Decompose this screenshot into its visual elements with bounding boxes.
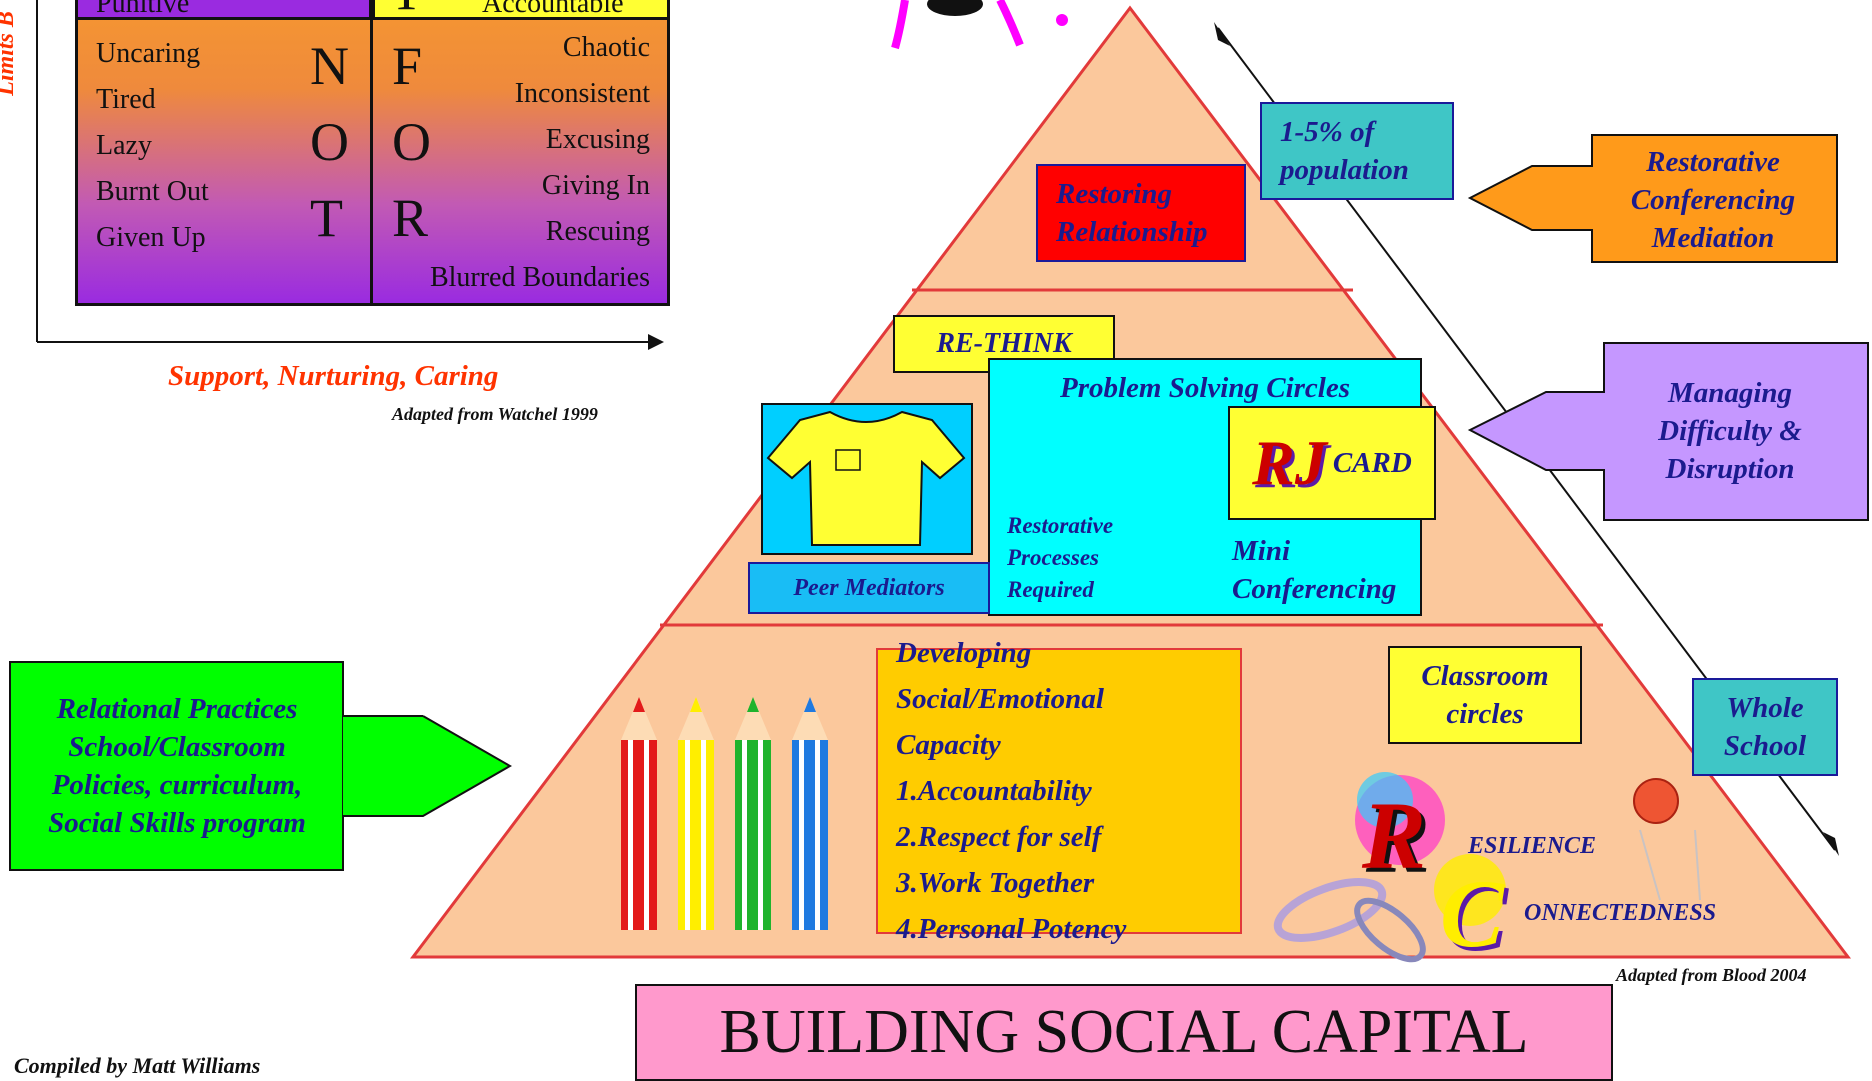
window-top-right-cell — [372, 0, 670, 20]
right-item: Inconsistent — [514, 78, 650, 109]
mini-line: Mini — [1232, 535, 1291, 567]
left-item: Given Up — [96, 222, 206, 253]
pyramid-source: Adapted from Blood 2004 — [1616, 965, 1807, 985]
restorative-line: Restorative — [1007, 513, 1114, 538]
left-quadrant-list: Uncaring Tired Lazy Burnt Out Given Up — [96, 31, 209, 261]
pencil-icons — [621, 697, 828, 930]
not-letters: N O T — [310, 28, 349, 256]
top-right-letter: T — [390, 0, 423, 22]
y-axis-label: Limits B — [0, 11, 19, 96]
classroom-circles-box: Classroom circles — [1388, 646, 1582, 744]
left-item: Tired — [96, 84, 156, 115]
not-letter: N — [310, 36, 349, 96]
punitive-label: Punitive — [96, 0, 190, 19]
restorative-arrow — [1467, 134, 1838, 263]
rc-letter-c: C — [1440, 860, 1505, 967]
rj-card-label: CARD — [1332, 446, 1412, 479]
right-item: Giving In — [541, 170, 650, 201]
right-quadrant-list: Chaotic Inconsistent Excusing Giving In … — [390, 25, 650, 301]
left-item: Uncaring — [96, 38, 201, 69]
restoring-relationship-box: Restoring Relationship — [1036, 164, 1246, 262]
right-item: Rescuing — [545, 216, 650, 247]
green-pencil-icon — [735, 697, 771, 930]
required-line: Required — [1007, 577, 1094, 602]
page-title: BUILDING SOCIAL CAPITAL — [635, 984, 1613, 1081]
problem-solving-title: Problem Solving Circles — [1060, 372, 1350, 404]
peer-mediators-box: Peer Mediators — [748, 562, 990, 614]
green-arrow-tip — [343, 715, 513, 817]
connectedness-text: ONNECTEDNESS — [1524, 900, 1717, 926]
left-item: Burnt Out — [96, 176, 209, 207]
population-box: 1-5% of population — [1260, 102, 1454, 200]
for-letter: F — [392, 36, 423, 96]
respect-line: 2.Respect for self — [896, 821, 1102, 853]
green-arrow-body — [9, 661, 344, 871]
mini-conferencing-text: Mini Conferencing — [1232, 532, 1396, 608]
capacity-line: Capacity — [896, 729, 1001, 761]
left-item: Lazy — [96, 130, 152, 161]
yellow-pencil-icon — [678, 697, 714, 930]
blue-pencil-icon — [792, 697, 828, 930]
relational-practices-label: Relational Practices School/Classroom Po… — [48, 693, 306, 839]
rj-letters: RJ — [1252, 427, 1327, 498]
green-arrow-head — [343, 716, 510, 816]
rc-splash-icon — [1273, 772, 1506, 963]
work-together-line: 3.Work Together — [896, 867, 1095, 899]
managing-arrow — [1467, 342, 1869, 521]
resilience-text: ESILIENCE — [1468, 833, 1597, 859]
developing-line: Developing Social/Emotional — [896, 637, 1104, 715]
not-letter: O — [310, 112, 349, 172]
right-item: Blurred Boundaries — [429, 262, 650, 293]
not-letter: T — [310, 188, 343, 248]
restorative-processes-text: Restorative Processes Required — [1007, 510, 1113, 606]
for-letter: R — [392, 188, 429, 248]
t-shirt-icon — [761, 403, 973, 555]
basketball-icon — [1633, 778, 1701, 901]
splash-logo-icon — [891, 0, 1068, 50]
for-letter: O — [392, 112, 431, 172]
restorative-conferencing-label: Restorative Conferencing Mediation — [1630, 146, 1796, 254]
accountability-line: 1.Accountability — [896, 775, 1092, 807]
right-item: Excusing — [545, 124, 650, 155]
window-source: Adapted from Watchel 1999 — [392, 404, 598, 424]
for-letters: F O R — [392, 28, 431, 256]
accountable-label: Accountable — [482, 0, 624, 19]
right-item: Chaotic — [562, 32, 650, 63]
x-axis-label: Support, Nurturing, Caring — [168, 360, 499, 392]
whole-school-box: Whole School — [1692, 678, 1838, 776]
red-pencil-icon — [621, 697, 657, 930]
processes-line: Processes — [1007, 545, 1099, 570]
window-x-axis-arrowhead — [648, 334, 664, 350]
rc-letter-r: R — [1362, 782, 1427, 889]
managing-difficulty-label: Managing Difficulty & Disruption — [1658, 377, 1802, 485]
scope-arrow-head-down — [1823, 832, 1839, 856]
credit-text: Compiled by Matt Williams — [14, 1053, 261, 1078]
scope-arrow-head-up — [1214, 22, 1230, 46]
developing-capacity-box: Developing Social/Emotional Capacity 1.A… — [876, 637, 1242, 945]
window-divider — [370, 0, 373, 306]
personal-potency-line: 4.Personal Potency — [896, 913, 1127, 945]
rj-card-box: RJ CARD — [1228, 406, 1436, 520]
conferencing-line: Conferencing — [1232, 573, 1397, 605]
